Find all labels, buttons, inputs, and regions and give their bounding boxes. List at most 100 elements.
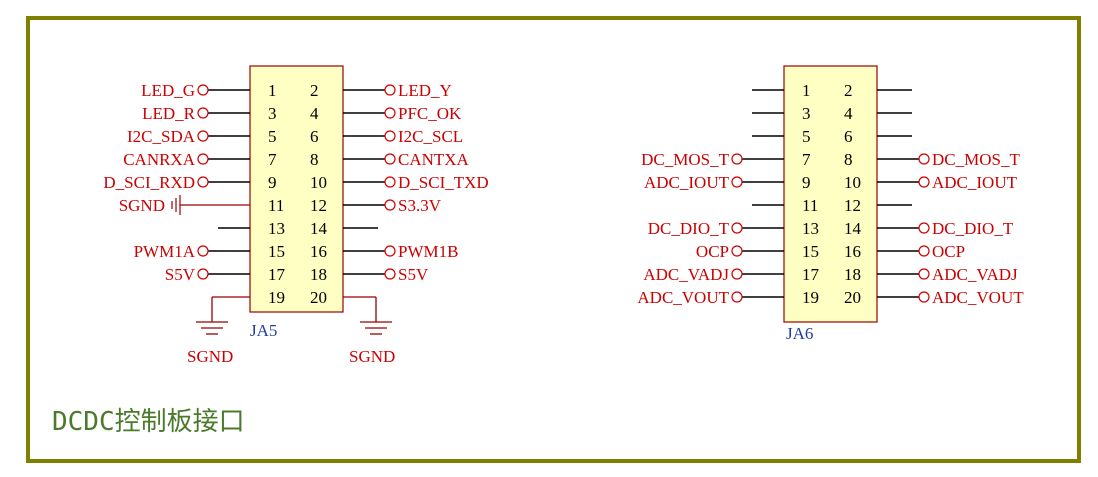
- ja6-pin-12: 12: [844, 196, 861, 215]
- ja6-pin-10: 10: [844, 173, 861, 192]
- ja6-net-left-4: ADC_IOUT: [644, 173, 730, 192]
- ja5-net-left-7: PWM1A: [134, 242, 196, 261]
- ja6-net-right-8: ADC_VADJ: [932, 265, 1018, 284]
- ja5-pin-8: 8: [310, 150, 319, 169]
- ja5-pin-14: 14: [310, 219, 328, 238]
- ja6-pin-1: 1: [802, 81, 811, 100]
- ja6-net-left-3: DC_MOS_T: [641, 150, 729, 169]
- ja5-net-left-3: CANRXA: [123, 150, 196, 169]
- ja5-pin-12: 12: [310, 196, 327, 215]
- ja6-net-right-9: ADC_VOUT: [932, 288, 1024, 307]
- ja6-pin-6: 6: [844, 127, 853, 146]
- ja5-port-left-3: [197, 153, 209, 165]
- ja5-net-right-3: CANTXA: [398, 150, 470, 169]
- schematic-frame: [26, 16, 1081, 463]
- ja5-net-left-2: I2C_SDA: [127, 127, 196, 146]
- ja5-port-left-7: [197, 245, 209, 257]
- ja6-port-left-3: [731, 153, 743, 165]
- ja6-net-left-8: ADC_VADJ: [643, 265, 729, 284]
- ja6-pin-17: 17: [802, 265, 820, 284]
- ja5-port-right-8: [384, 268, 396, 280]
- ja5-pin-15: 15: [268, 242, 285, 261]
- ja6-net-left-7: OCP: [696, 242, 729, 261]
- ja5-body: [249, 65, 344, 313]
- ja5-net-right-4: D_SCI_TXD: [398, 173, 489, 192]
- ja5-port-right-4: [384, 176, 396, 188]
- ja6-net-right-4: ADC_IOUT: [932, 173, 1018, 192]
- ja5-port-right-3: [384, 153, 396, 165]
- ja6-net-right-6: DC_DIO_T: [932, 219, 1014, 238]
- ja6-pin-14: 14: [844, 219, 862, 238]
- ja5-pin-7: 7: [268, 150, 277, 169]
- ja5-port-left-0: [197, 84, 209, 96]
- ja6-port-left-8: [731, 268, 743, 280]
- ja6-net-left-9: ADC_VOUT: [637, 288, 729, 307]
- ja6-pin-19: 19: [802, 288, 819, 307]
- ja5-net-left-5: SGND: [119, 196, 165, 215]
- ja5-net-left-0: LED_G: [141, 81, 195, 100]
- ja5-port-left-1: [197, 107, 209, 119]
- ja6-net-right-7: OCP: [932, 242, 965, 261]
- ja6-pin-4: 4: [844, 104, 853, 123]
- ja5-net-right-5: S3.3V: [398, 196, 442, 215]
- ja5-net-left-1: LED_R: [142, 104, 196, 123]
- sheet-title: DCDC控制板接口: [52, 407, 245, 437]
- ja5-port-left-8: [197, 268, 209, 280]
- ja5-net-right-8: S5V: [398, 265, 429, 284]
- ja5-pin-5: 5: [268, 127, 277, 146]
- ja6-port-right-3: [918, 153, 930, 165]
- ja6-body: [783, 65, 878, 323]
- ja6-pin-11: 11: [802, 196, 818, 215]
- ja6-port-right-4: [918, 176, 930, 188]
- ja5-net-left-4: D_SCI_RXD: [103, 173, 195, 192]
- ja5-port-right-5: [384, 199, 396, 211]
- ja5-designator: JA5: [250, 321, 277, 340]
- ja5-port-right-0: [384, 84, 396, 96]
- ja6-port-left-7: [731, 245, 743, 257]
- ja5-net-right-0: LED_Y: [398, 81, 452, 100]
- ja5-net-left-8: S5V: [165, 265, 196, 284]
- ja6-pin-13: 13: [802, 219, 819, 238]
- ja5-pin-13: 13: [268, 219, 285, 238]
- ja6-pin-20: 20: [844, 288, 861, 307]
- ja5-pin-16: 16: [310, 242, 327, 261]
- ja5-pin-19: 19: [268, 288, 285, 307]
- ja5-pin-1: 1: [268, 81, 277, 100]
- ja5-port-right-2: [384, 130, 396, 142]
- ja5-port-left-4: [197, 176, 209, 188]
- ja5-pin-9: 9: [268, 173, 277, 192]
- ja6-pin-3: 3: [802, 104, 811, 123]
- ja6-pin-2: 2: [844, 81, 853, 100]
- ja5-net-right-7: PWM1B: [398, 242, 458, 261]
- ja6-pin-7: 7: [802, 150, 811, 169]
- ja5-net-right-2: I2C_SCL: [398, 127, 463, 146]
- ja6-pin-15: 15: [802, 242, 819, 261]
- ja6-pin-8: 8: [844, 150, 853, 169]
- ja6-port-right-7: [918, 245, 930, 257]
- ja5-pin-11: 11: [268, 196, 284, 215]
- ja6-port-right-8: [918, 268, 930, 280]
- ja6-port-right-9: [918, 291, 930, 303]
- ja6-port-left-6: [731, 222, 743, 234]
- ja5-pin-3: 3: [268, 104, 277, 123]
- ja6-pin-9: 9: [802, 173, 811, 192]
- ja5-port-left-2: [197, 130, 209, 142]
- ja5-port-right-1: [384, 107, 396, 119]
- ja6-designator: JA6: [786, 324, 813, 343]
- ja5-pin-10: 10: [310, 173, 327, 192]
- ja5-port-right-7: [384, 245, 396, 257]
- ja6-pin-18: 18: [844, 265, 861, 284]
- ja5-net-right-1: PFC_OK: [398, 104, 462, 123]
- ground-symbol-ja5-pin20: [343, 296, 392, 335]
- ja5-pin-2: 2: [310, 81, 319, 100]
- sgnd-label-left: SGND: [187, 347, 233, 366]
- ja6-net-right-3: DC_MOS_T: [932, 150, 1020, 169]
- ja6-pin-16: 16: [844, 242, 861, 261]
- ground-symbol-ja5-pin19: [196, 296, 250, 335]
- ja6-pin-5: 5: [802, 127, 811, 146]
- ja6-port-left-4: [731, 176, 743, 188]
- ja5-pin-20: 20: [310, 288, 327, 307]
